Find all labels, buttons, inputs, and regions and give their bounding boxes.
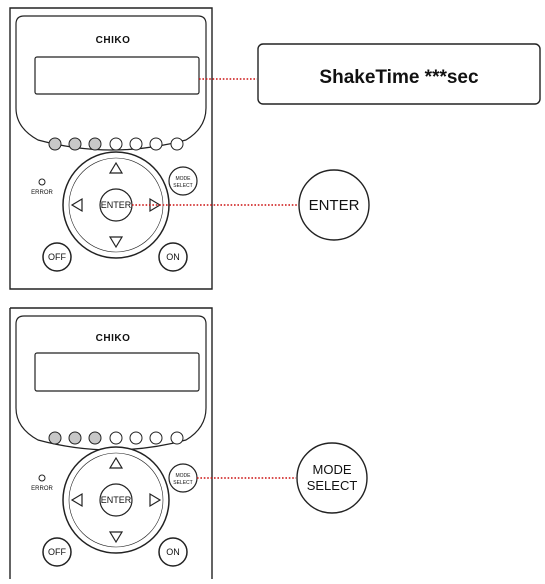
brand-logo: CHIKO <box>96 333 131 344</box>
error-label: ERROR <box>31 190 53 196</box>
mode-select-label-line2: SELECT <box>173 183 192 189</box>
indicator-led <box>149 431 163 445</box>
right-arrow-icon[interactable] <box>149 492 162 508</box>
enter-button-label: ENTER <box>101 200 132 210</box>
up-arrow-icon[interactable] <box>108 161 124 174</box>
enter-callout-circle <box>298 169 370 241</box>
mode-select-label-line1: MODE <box>176 473 192 479</box>
indicator-led <box>68 137 82 151</box>
panel-body <box>9 307 213 579</box>
off-button-label: OFF <box>48 252 66 262</box>
indicator-led <box>129 137 143 151</box>
enter-button[interactable] <box>99 483 133 517</box>
mode-select-callout-circle <box>296 442 368 514</box>
indicator-row <box>48 431 184 445</box>
mode-select-label-line1: MODE <box>176 176 192 182</box>
down-arrow-icon[interactable] <box>108 236 124 249</box>
indicator-led <box>68 431 82 445</box>
mode-select-label-line2: SELECT <box>173 480 192 486</box>
indicator-led <box>48 137 62 151</box>
mode-select-callout-line1: MODE <box>313 462 352 477</box>
error-led <box>38 474 46 482</box>
dial-inner-ring <box>68 452 164 548</box>
indicator-led <box>48 431 62 445</box>
lcd-display <box>34 56 200 95</box>
controller-panel-top: CHIKO ERROR ENTER MODE SELECT <box>9 7 213 290</box>
mode-select-button[interactable] <box>168 166 198 196</box>
on-button-label: ON <box>166 547 180 557</box>
indicator-led <box>88 431 102 445</box>
indicator-led <box>109 431 123 445</box>
indicator-row <box>48 137 184 151</box>
indicator-led <box>88 137 102 151</box>
display-callout-text: ShakeTime ***sec <box>319 67 479 88</box>
indicator-led <box>149 137 163 151</box>
enter-button-label: ENTER <box>101 495 132 505</box>
off-button-label: OFF <box>48 547 66 557</box>
indicator-led <box>129 431 143 445</box>
indicator-led <box>109 137 123 151</box>
lcd-display <box>34 352 200 392</box>
on-button[interactable] <box>158 242 188 272</box>
up-arrow-icon[interactable] <box>108 456 124 469</box>
enter-callout-label: ENTER <box>309 197 360 214</box>
brand-logo: CHIKO <box>96 35 131 46</box>
off-button[interactable] <box>42 537 72 567</box>
display-callout-box <box>257 43 541 105</box>
indicator-led <box>170 431 184 445</box>
off-button[interactable] <box>42 242 72 272</box>
controller-panel-bottom: CHIKO ERROR ENTER MODE SELECT OFF ON <box>9 307 213 579</box>
error-led <box>38 178 46 186</box>
down-arrow-icon[interactable] <box>108 531 124 544</box>
error-label: ERROR <box>31 486 53 492</box>
indicator-led <box>170 137 184 151</box>
mode-select-callout-line2: SELECT <box>307 478 358 493</box>
left-arrow-icon[interactable] <box>70 197 83 213</box>
on-button-label: ON <box>166 252 180 262</box>
left-arrow-icon[interactable] <box>70 492 83 508</box>
on-button[interactable] <box>158 537 188 567</box>
